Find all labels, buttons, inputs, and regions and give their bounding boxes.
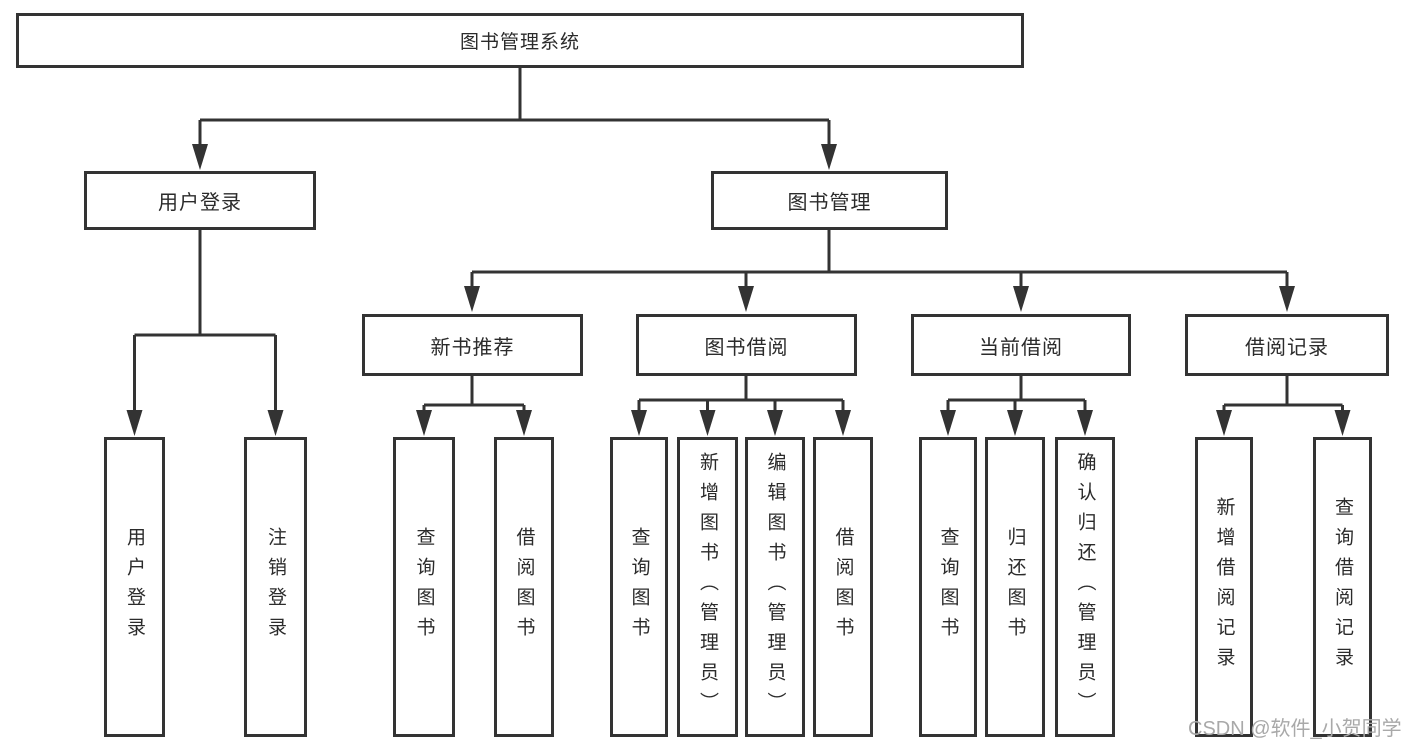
- leaf-label: 查询图书: [628, 527, 650, 647]
- node-new-book-recommend: 新书推荐: [362, 314, 583, 376]
- leaf-logout: 注销登录: [244, 437, 307, 737]
- node-current-borrow: 当前借阅: [911, 314, 1131, 376]
- connector-book-management-children: [464, 230, 1295, 312]
- arrowhead: [699, 410, 716, 436]
- node-label: 图书管理系统: [459, 32, 580, 53]
- leaf-label: 查询图书: [937, 527, 959, 647]
- node-label: 借阅记录: [1245, 336, 1329, 359]
- arrowhead: [1279, 286, 1295, 312]
- node-label: 用户登录: [158, 192, 242, 214]
- arrowhead: [1007, 410, 1023, 436]
- node-book-management: 图书管理: [711, 171, 948, 230]
- arrowhead: [1013, 286, 1029, 312]
- leaf-label: 查询图书: [413, 527, 435, 647]
- arrowhead: [192, 144, 208, 170]
- leaf-label: 用户登录: [124, 527, 145, 647]
- node-book-borrow: 图书借阅: [636, 314, 857, 376]
- leaf-add-books-admin: 新增图书（管理员）: [677, 437, 738, 737]
- node-borrow-records: 借阅记录: [1185, 314, 1389, 376]
- leaf-confirm-return-admin: 确认归还（管理员）: [1055, 437, 1115, 737]
- leaf-borrow-books: 借阅图书: [813, 437, 873, 737]
- node-label: 当前借阅: [979, 336, 1063, 359]
- leaf-label: 确认归还（管理员）: [1074, 452, 1096, 722]
- leaf-query-books-borrow: 查询图书: [610, 437, 668, 737]
- leaf-label: 注销登录: [265, 527, 286, 647]
- leaf-user-login: 用户登录: [104, 437, 165, 737]
- leaf-query-books-current: 查询图书: [919, 437, 977, 737]
- node-label: 图书借阅: [704, 336, 789, 359]
- arrowhead: [1334, 410, 1351, 436]
- node-label: 图书管理: [787, 192, 872, 214]
- arrowhead: [416, 410, 432, 436]
- arrowhead: [1077, 410, 1093, 436]
- arrowhead: [267, 410, 284, 436]
- connector-new-book-children: [416, 376, 532, 436]
- arrowhead: [767, 410, 783, 436]
- arrowhead: [738, 286, 754, 312]
- arrowhead: [631, 410, 647, 436]
- leaf-return-books: 归还图书: [985, 437, 1045, 737]
- connector-root-to-level2: [192, 68, 837, 170]
- connector-borrow-record-children: [1216, 376, 1351, 436]
- node-label: 新书推荐: [430, 336, 515, 359]
- node-user-login: 用户登录: [84, 171, 316, 230]
- arrowhead: [1216, 410, 1232, 436]
- connector-current-borrow-children: [940, 376, 1093, 436]
- csdn-watermark: CSDN @软件_小贺同学: [1188, 718, 1402, 740]
- leaf-label: 新增借阅记录: [1213, 497, 1235, 677]
- leaf-label: 借阅图书: [832, 527, 854, 647]
- leaf-label: 编辑图书（管理员）: [764, 452, 786, 722]
- leaf-borrow-books-recommend: 借阅图书: [494, 437, 554, 737]
- leaf-label: 借阅图书: [513, 527, 535, 647]
- leaf-label: 归还图书: [1004, 527, 1026, 647]
- leaf-query-books-recommend: 查询图书: [393, 437, 455, 737]
- leaf-edit-books-admin: 编辑图书（管理员）: [745, 437, 805, 737]
- arrowhead: [464, 286, 480, 312]
- arrowhead: [940, 410, 956, 436]
- leaf-label: 查询借阅记录: [1332, 497, 1353, 677]
- arrowhead: [821, 144, 837, 170]
- leaf-label: 新增图书（管理员）: [697, 452, 718, 722]
- node-root-library-system: 图书管理系统: [16, 13, 1024, 68]
- arrowhead: [516, 410, 532, 436]
- connector-user-login-children: [126, 230, 284, 436]
- leaf-query-borrow-record: 查询借阅记录: [1313, 437, 1372, 737]
- arrowhead: [835, 410, 851, 436]
- connector-book-borrow-children: [631, 376, 851, 436]
- leaf-add-borrow-record: 新增借阅记录: [1195, 437, 1253, 737]
- arrowhead: [126, 410, 143, 436]
